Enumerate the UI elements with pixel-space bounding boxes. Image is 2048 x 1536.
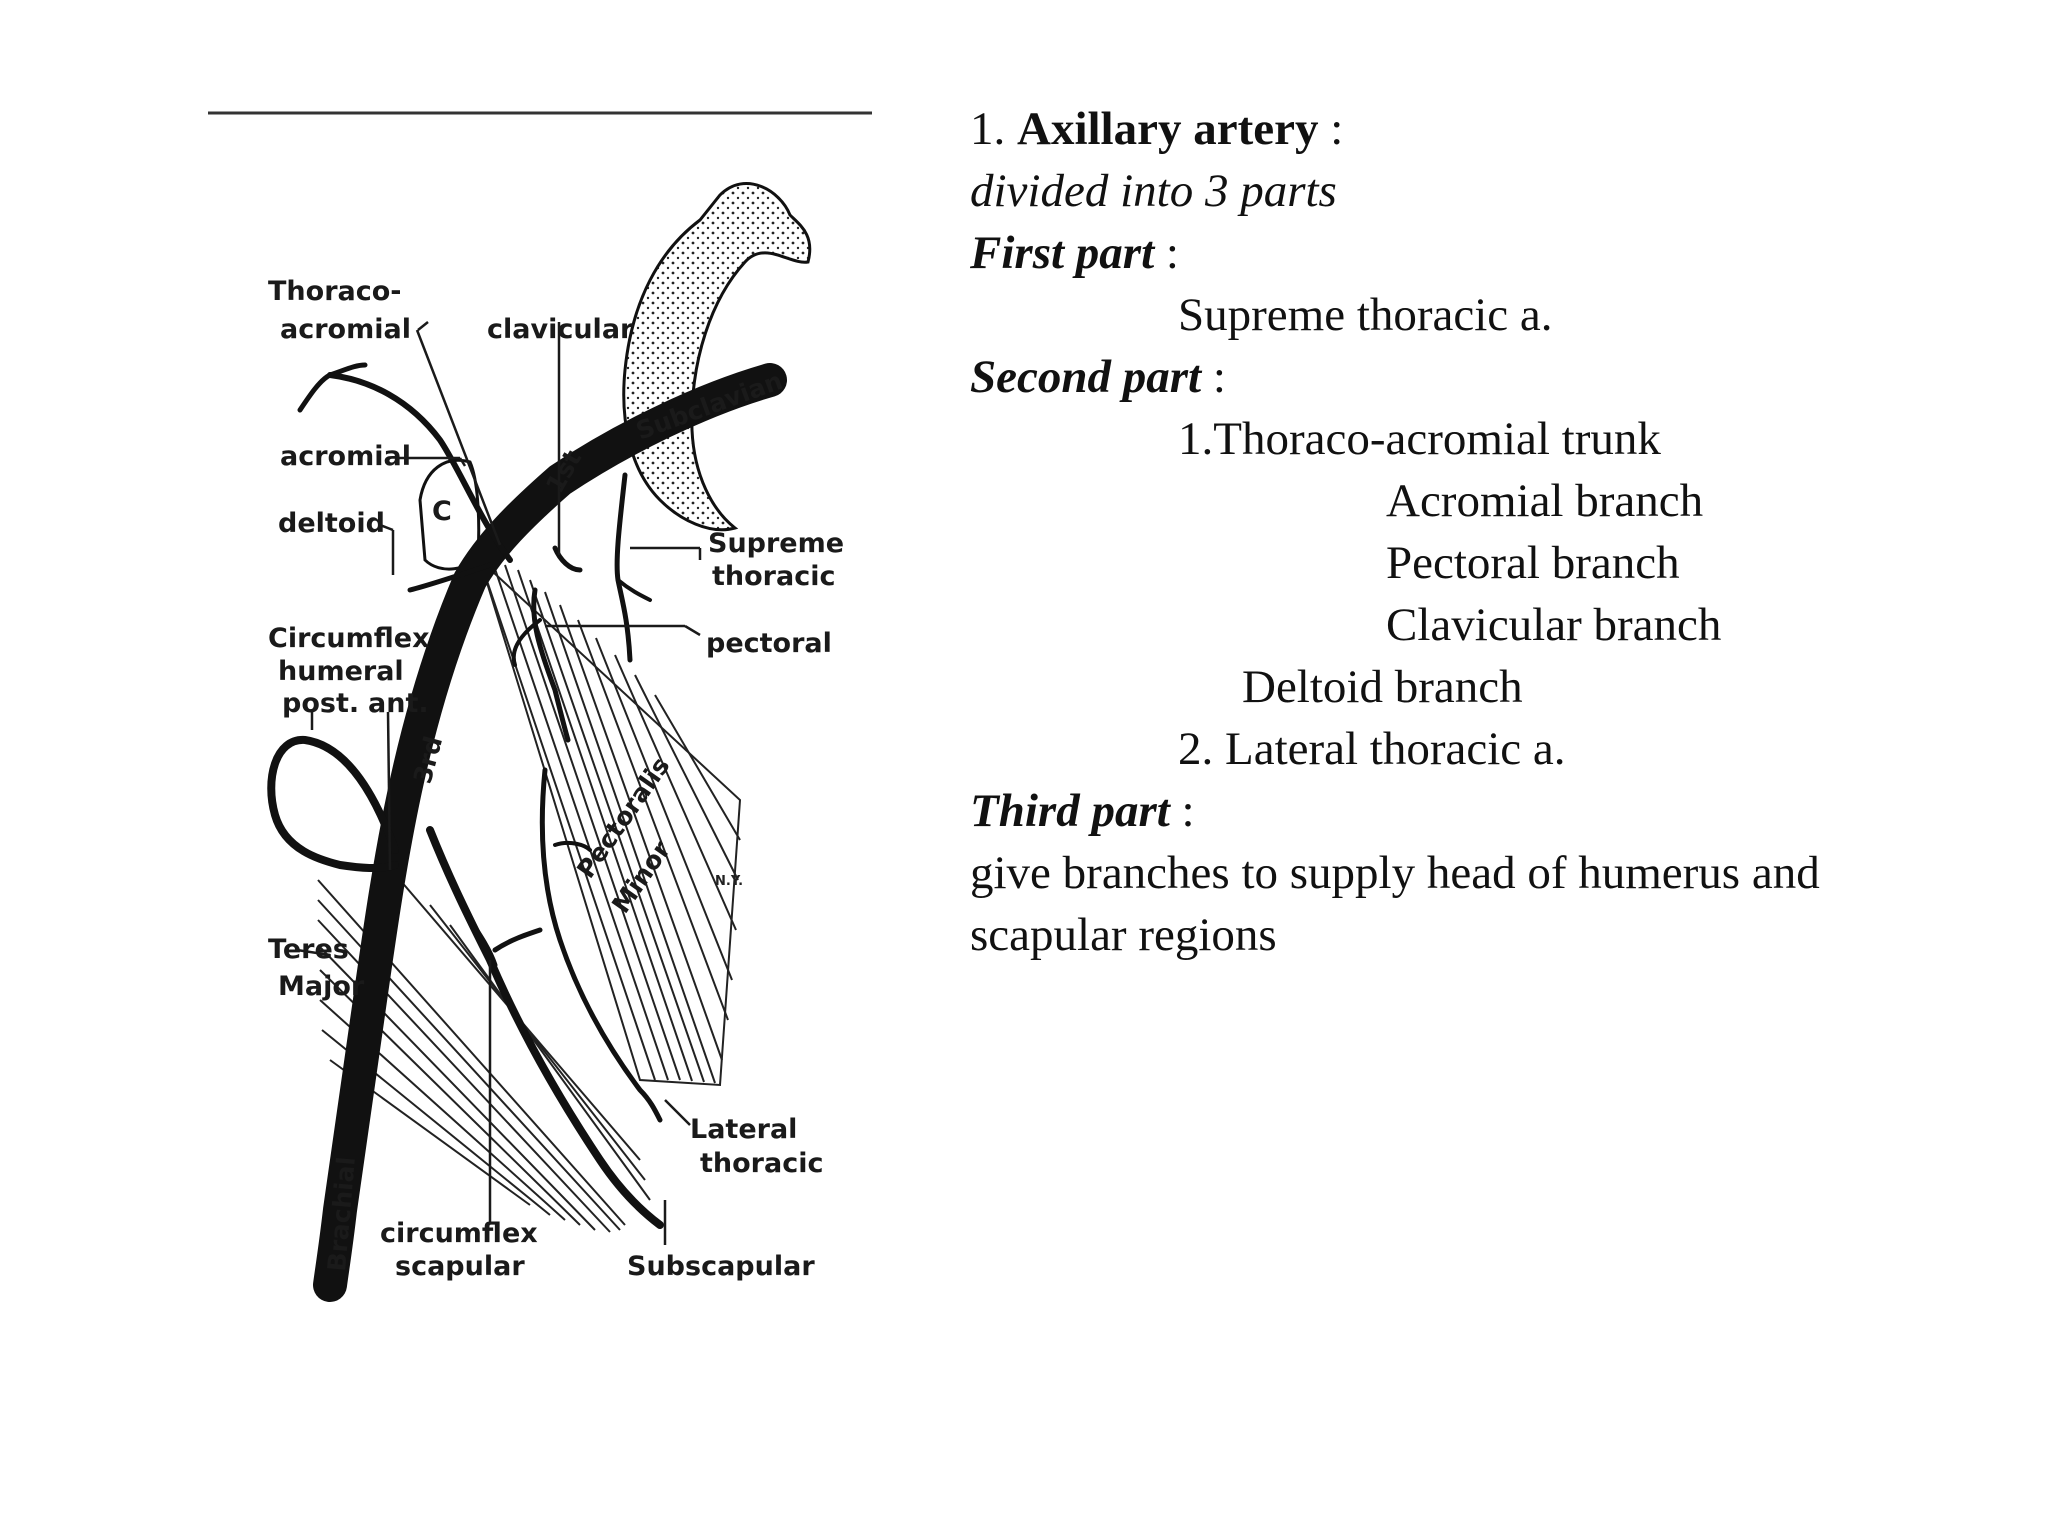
- branch-acromial: Acromial branch: [1386, 475, 1704, 527]
- first-part-heading: First part: [970, 227, 1155, 279]
- second-part-row: Second part :: [970, 346, 2010, 408]
- branch-deltoid: Deltoid branch: [1242, 661, 1523, 713]
- label-ant: ant.: [368, 688, 429, 719]
- branch-clavicular: Clavicular branch: [1386, 599, 1722, 651]
- heading-number: 1.: [970, 103, 1006, 155]
- heading-colon: :: [1318, 103, 1344, 155]
- label-subscapular: Subscapular: [627, 1251, 815, 1282]
- label-lateral-thoracic: thoracic: [700, 1148, 823, 1179]
- second-part-colon: :: [1201, 351, 1226, 403]
- second-part-item-1: 1.Thoraco-acromial trunk: [1178, 413, 1661, 465]
- label-circumflex-scapular-2: scapular: [395, 1251, 525, 1282]
- artery-branches: [267, 362, 664, 1229]
- label-coracoid: C: [432, 496, 452, 527]
- pectoralis-minor-muscle: [479, 559, 742, 1087]
- notes-panel: 1. Axillary artery : divided into 3 part…: [970, 98, 2010, 966]
- heading-row: 1. Axillary artery :: [970, 98, 2010, 160]
- first-part-row: First part :: [970, 222, 2010, 284]
- label-teres: Teres: [268, 934, 349, 965]
- label-thoraco: Thoraco-: [268, 276, 401, 307]
- first-part-item: Supreme thoracic a.: [1178, 289, 1553, 341]
- heading-title: Axillary artery: [1017, 103, 1319, 155]
- subtitle: divided into 3 parts: [970, 165, 1337, 217]
- label-brachial: Brachial: [322, 1156, 361, 1273]
- label-post: post.: [282, 688, 359, 719]
- third-part-row: Third part :: [970, 780, 2010, 842]
- third-part-colon: :: [1169, 785, 1195, 837]
- label-thoraco-acromial: acromial: [280, 314, 411, 345]
- label-artist-initials: N.Y.: [715, 874, 743, 889]
- label-supreme: Supreme: [708, 528, 844, 559]
- label-deltoid: deltoid: [278, 508, 385, 539]
- label-pectoral: pectoral: [706, 628, 832, 659]
- second-part-item-2: 2. Lateral thoracic a.: [1178, 723, 1566, 775]
- leader-lines: [296, 321, 702, 1245]
- label-circumflex-scapular-1: circumflex: [380, 1218, 538, 1249]
- third-part-heading: Third part: [970, 785, 1170, 837]
- first-part-colon: :: [1154, 227, 1179, 279]
- label-clavicular: clavicular: [487, 314, 634, 345]
- label-teres-major: Major: [278, 971, 365, 1002]
- label-lateral: Lateral: [690, 1114, 797, 1145]
- branch-pectoral: Pectoral branch: [1386, 537, 1680, 589]
- third-part-text: give branches to supply head of humerus …: [970, 847, 1820, 961]
- label-supreme-thoracic: thoracic: [712, 561, 835, 592]
- label-circumflex: Circumflex: [268, 623, 430, 654]
- second-part-heading: Second part: [970, 351, 1202, 403]
- label-acromial: acromial: [280, 441, 411, 472]
- label-circumflex-humeral: humeral: [278, 656, 404, 687]
- clavicle-bone: [622, 182, 812, 532]
